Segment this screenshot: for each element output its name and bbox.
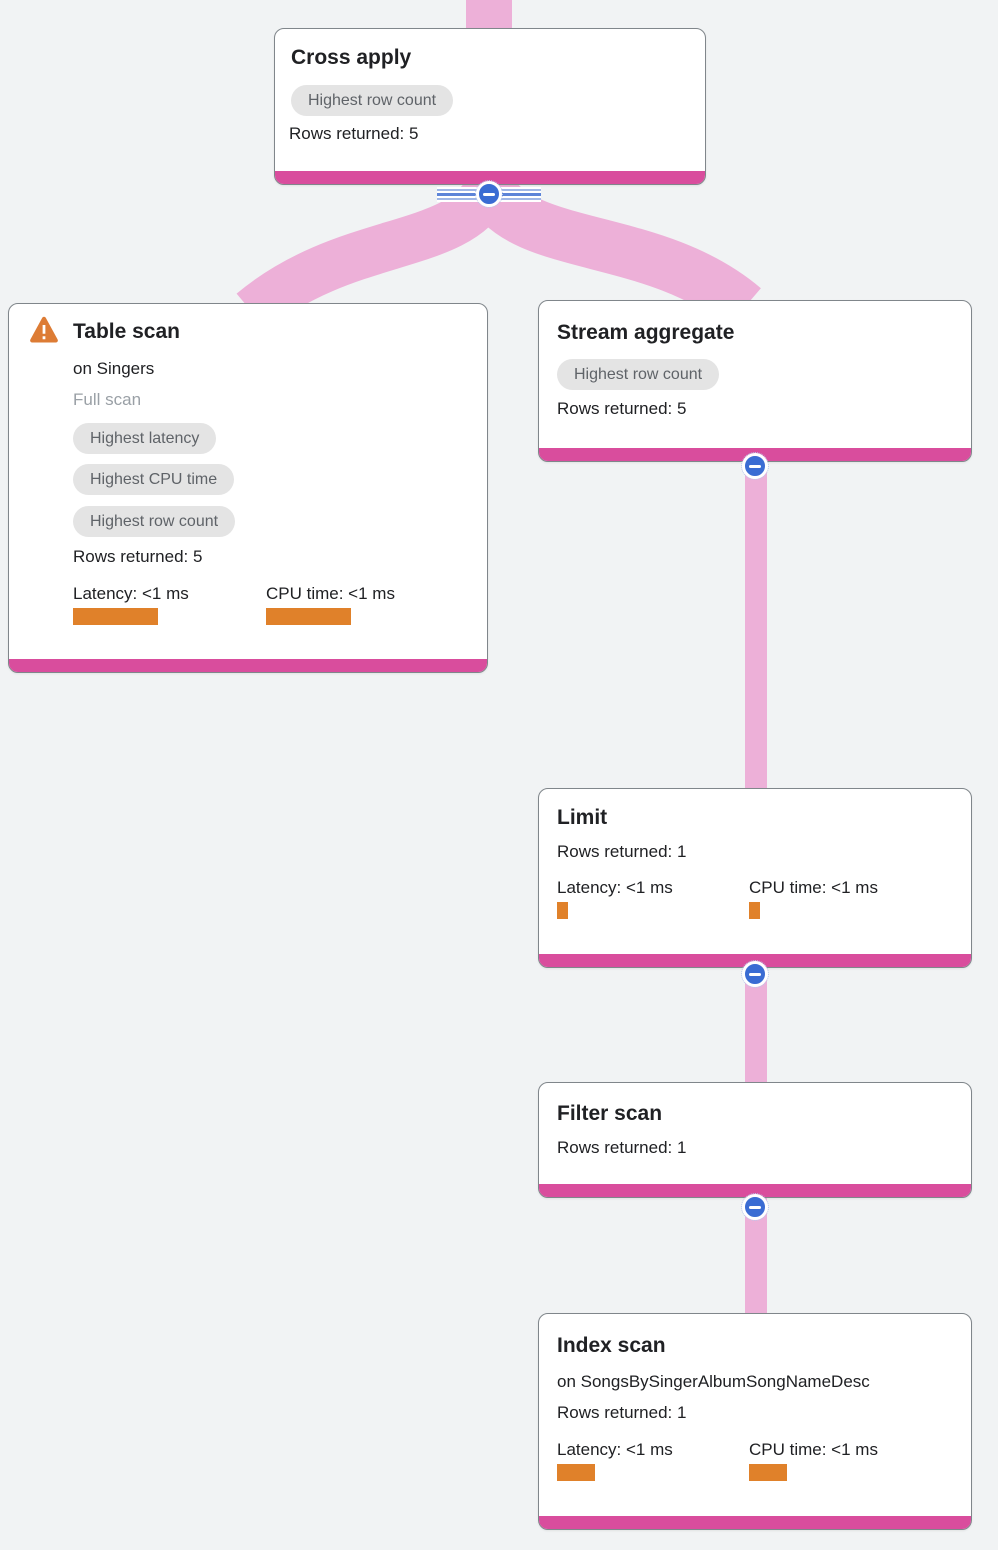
node-subtitle: on SongsBySingerAlbumSongNameDesc: [557, 1372, 870, 1391]
badge-highest-row-count: Highest row count: [557, 359, 720, 390]
node-subtitle: on Singers: [73, 359, 155, 378]
node-bottom-bar: [539, 1516, 971, 1529]
warning-icon: [30, 316, 58, 343]
node-title: Limit: [557, 806, 608, 829]
edge-filter-scan-to-index-scan: [745, 1190, 767, 1320]
edge-limit-to-filter-scan: [745, 958, 767, 1088]
node-table-scan[interactable]: Table scan on Singers Full scan Highest …: [8, 303, 488, 673]
rows-returned: Rows returned: 1: [557, 1403, 687, 1422]
node-title: Index scan: [557, 1334, 666, 1357]
cpu-time-label: CPU time: <1 ms: [266, 584, 395, 603]
rows-returned: Rows returned: 5: [73, 547, 203, 566]
node-stream-aggregate[interactable]: Stream aggregate Highest row count Rows …: [538, 300, 972, 462]
collapse-button-limit[interactable]: [741, 960, 769, 988]
collapse-button-stream-aggregate[interactable]: [741, 452, 769, 480]
latency-bar: [557, 1464, 595, 1481]
latency-bar: [73, 608, 158, 625]
node-note: Full scan: [73, 390, 142, 409]
minus-icon: [749, 1205, 761, 1209]
latency-label: Latency: <1 ms: [73, 584, 189, 603]
edge-cross-apply-to-table-scan: [236, 175, 511, 331]
node-bottom-bar: [275, 171, 705, 184]
rows-returned: Rows returned: 5: [557, 399, 687, 418]
cpu-time-bar: [266, 608, 351, 625]
badge-highest-row-count: Highest row count: [73, 506, 236, 537]
node-index-scan[interactable]: Index scan on SongsBySingerAlbumSongName…: [538, 1313, 972, 1530]
node-cross-apply[interactable]: Cross apply Highest row count Rows retur…: [274, 28, 706, 185]
badge-highest-row-count: Highest row count: [291, 85, 454, 116]
latency-bar: [557, 902, 568, 919]
node-title: Stream aggregate: [557, 321, 735, 344]
badge-highest-latency: Highest latency: [73, 423, 217, 454]
node-title: Cross apply: [291, 46, 412, 69]
cpu-time-label: CPU time: <1 ms: [749, 878, 878, 897]
latency-label: Latency: <1 ms: [557, 1440, 673, 1459]
badge-highest-cpu-time: Highest CPU time: [73, 464, 235, 495]
cpu-time-bar: [749, 902, 760, 919]
minus-icon: [483, 192, 495, 196]
node-bottom-bar: [539, 1184, 971, 1197]
cpu-time-bar: [749, 1464, 787, 1481]
node-limit[interactable]: Limit Rows returned: 1 Latency: <1 ms CP…: [538, 788, 972, 968]
cpu-time-label: CPU time: <1 ms: [749, 1440, 878, 1459]
minus-icon: [749, 972, 761, 976]
rows-returned: Rows returned: 1: [557, 1138, 687, 1157]
minus-icon: [749, 464, 761, 468]
node-bottom-bar: [539, 954, 971, 967]
edge-stream-aggregate-to-limit: [745, 455, 767, 795]
node-title: Table scan: [73, 320, 180, 343]
collapse-button-cross-apply[interactable]: [475, 180, 503, 208]
edge-cross-apply-to-stream-aggregate: [465, 174, 761, 329]
node-bottom-bar: [9, 659, 487, 672]
rows-returned: Rows returned: 5: [289, 124, 419, 143]
latency-label: Latency: <1 ms: [557, 878, 673, 897]
collapse-button-filter-scan[interactable]: [741, 1193, 769, 1221]
node-title: Filter scan: [557, 1102, 663, 1125]
node-filter-scan[interactable]: Filter scan Rows returned: 1: [538, 1082, 972, 1198]
rows-returned: Rows returned: 1: [557, 842, 687, 861]
